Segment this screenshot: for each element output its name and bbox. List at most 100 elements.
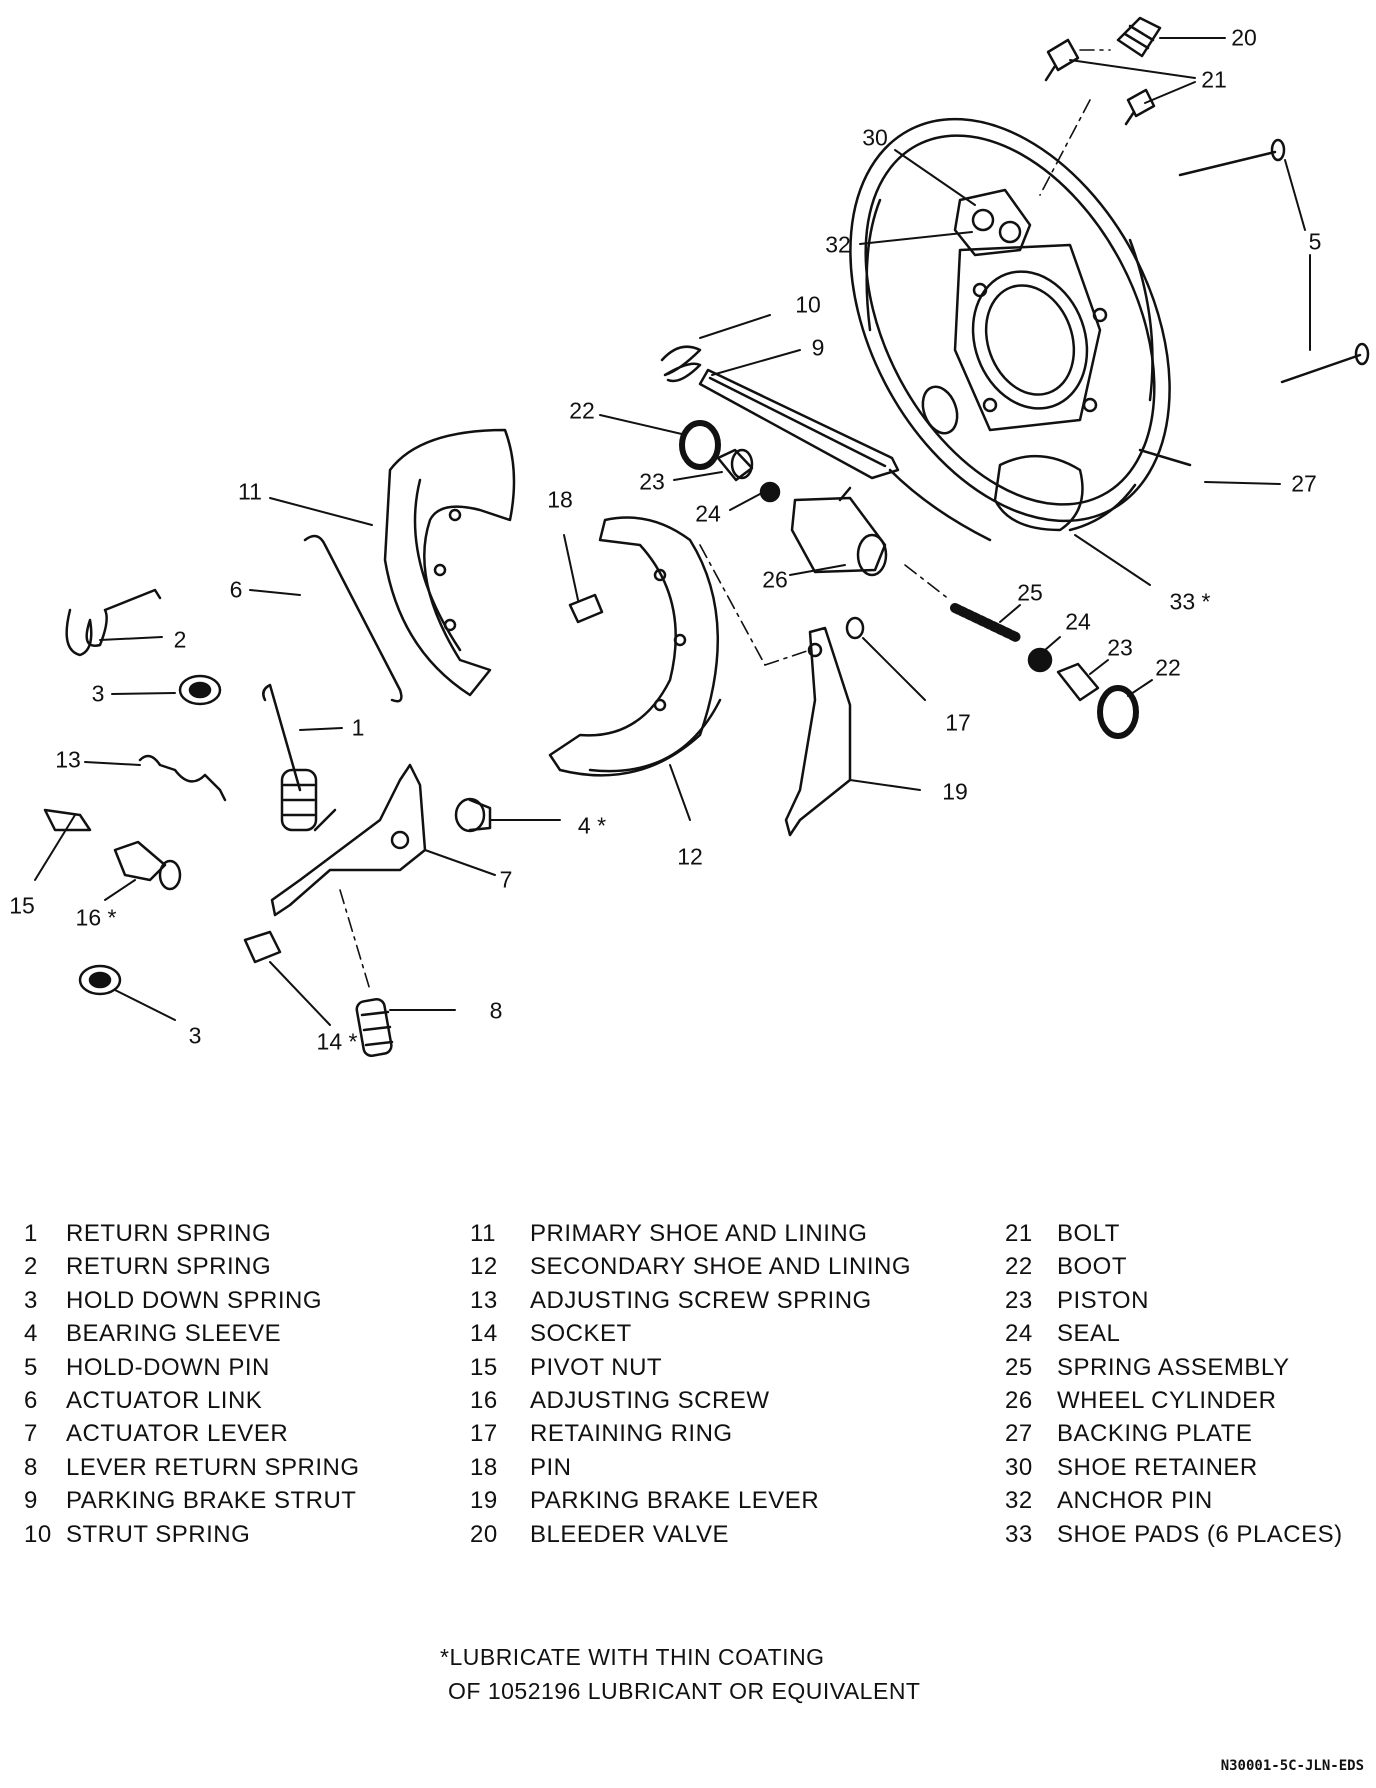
lubrication-note: *LUBRICATE WITH THIN COATING OF 1052196 … bbox=[440, 1640, 920, 1708]
note-line-2: OF 1052196 LUBRICANT OR EQUIVALENT bbox=[448, 1678, 921, 1704]
callout-22-lower: 22 bbox=[1155, 654, 1181, 681]
callout-10: 10 bbox=[795, 291, 821, 318]
piston-part-upper bbox=[716, 448, 754, 482]
secondary-shoe-part bbox=[548, 516, 722, 777]
callout-24-upper: 24 bbox=[695, 500, 721, 527]
callout-33: 33 * bbox=[1169, 588, 1211, 615]
callout-1: 1 bbox=[351, 714, 365, 741]
callout-30: 30 bbox=[862, 124, 888, 151]
adjusting-screw-part bbox=[113, 840, 182, 891]
callout-22-upper: 22 bbox=[569, 397, 595, 424]
backing-plate-part bbox=[849, 117, 1192, 542]
callout-15: 15 bbox=[9, 892, 35, 919]
actuator-link-part bbox=[303, 534, 403, 703]
adjusting-screw-spring-part bbox=[138, 754, 227, 802]
callout-32: 32 bbox=[825, 231, 851, 258]
spring-assembly-part bbox=[950, 603, 1023, 643]
shoe-retainer-part bbox=[953, 188, 1032, 257]
drawing-code: N30001-5C-JLN-EDS bbox=[1220, 1758, 1364, 1774]
primary-shoe-part bbox=[383, 428, 516, 697]
callout-7: 7 bbox=[499, 866, 513, 893]
callout-20: 20 bbox=[1231, 24, 1257, 51]
exploded-brake-diagram: 20 21 30 32 5 10 9 22 23 24 27 11 18 26 … bbox=[9, 16, 1370, 1057]
callout-25: 25 bbox=[1017, 579, 1043, 606]
callout-12: 12 bbox=[677, 843, 703, 870]
hold-down-spring-part-lower bbox=[78, 964, 122, 996]
callout-11: 11 bbox=[238, 478, 262, 505]
lever-return-spring-part bbox=[355, 997, 394, 1057]
callout-4: 4 * bbox=[577, 812, 607, 839]
bolt-part bbox=[1044, 38, 1156, 126]
callout-23-lower: 23 bbox=[1107, 634, 1133, 661]
note-line-1: *LUBRICATE WITH THIN COATING bbox=[440, 1644, 825, 1670]
parking-brake-strut-part bbox=[698, 368, 900, 480]
bleeder-valve-part bbox=[1116, 16, 1162, 58]
callout-27: 27 bbox=[1291, 470, 1317, 497]
callout-23-upper: 23 bbox=[639, 468, 665, 495]
callout-5: 5 bbox=[1308, 228, 1322, 255]
seal-part-lower bbox=[1027, 647, 1053, 673]
retaining-ring-part bbox=[845, 616, 865, 640]
callout-21: 21 bbox=[1201, 66, 1227, 93]
pivot-nut-part bbox=[43, 808, 92, 832]
callout-3-lower: 3 bbox=[188, 1022, 202, 1049]
seal-part-upper bbox=[759, 481, 781, 503]
leader-lines bbox=[34, 37, 1311, 1026]
return-spring-part-2 bbox=[65, 588, 162, 657]
actuator-lever-part bbox=[270, 763, 427, 917]
callout-3-upper: 3 bbox=[91, 680, 105, 707]
callout-13: 13 bbox=[55, 746, 81, 773]
callout-14: 14 * bbox=[316, 1028, 358, 1055]
callout-2: 2 bbox=[173, 626, 187, 653]
callout-26: 26 bbox=[762, 566, 788, 593]
assembly-axis-lines bbox=[339, 49, 1111, 991]
callout-17: 17 bbox=[945, 709, 971, 736]
callout-8: 8 bbox=[489, 997, 503, 1024]
boot-part-lower bbox=[1097, 685, 1139, 739]
callout-19: 19 bbox=[942, 778, 968, 805]
callout-16: 16 * bbox=[75, 904, 117, 931]
callout-18: 18 bbox=[547, 486, 573, 513]
callout-6: 6 bbox=[229, 576, 243, 603]
boot-part-upper bbox=[679, 420, 721, 470]
socket-part bbox=[243, 930, 282, 964]
pin-part bbox=[568, 593, 604, 624]
hold-down-pin-part bbox=[1178, 138, 1370, 384]
strut-spring-part bbox=[660, 345, 702, 383]
callout-9: 9 bbox=[811, 334, 825, 361]
piston-part-lower bbox=[1056, 662, 1100, 702]
wheel-cylinder-part bbox=[790, 486, 888, 577]
